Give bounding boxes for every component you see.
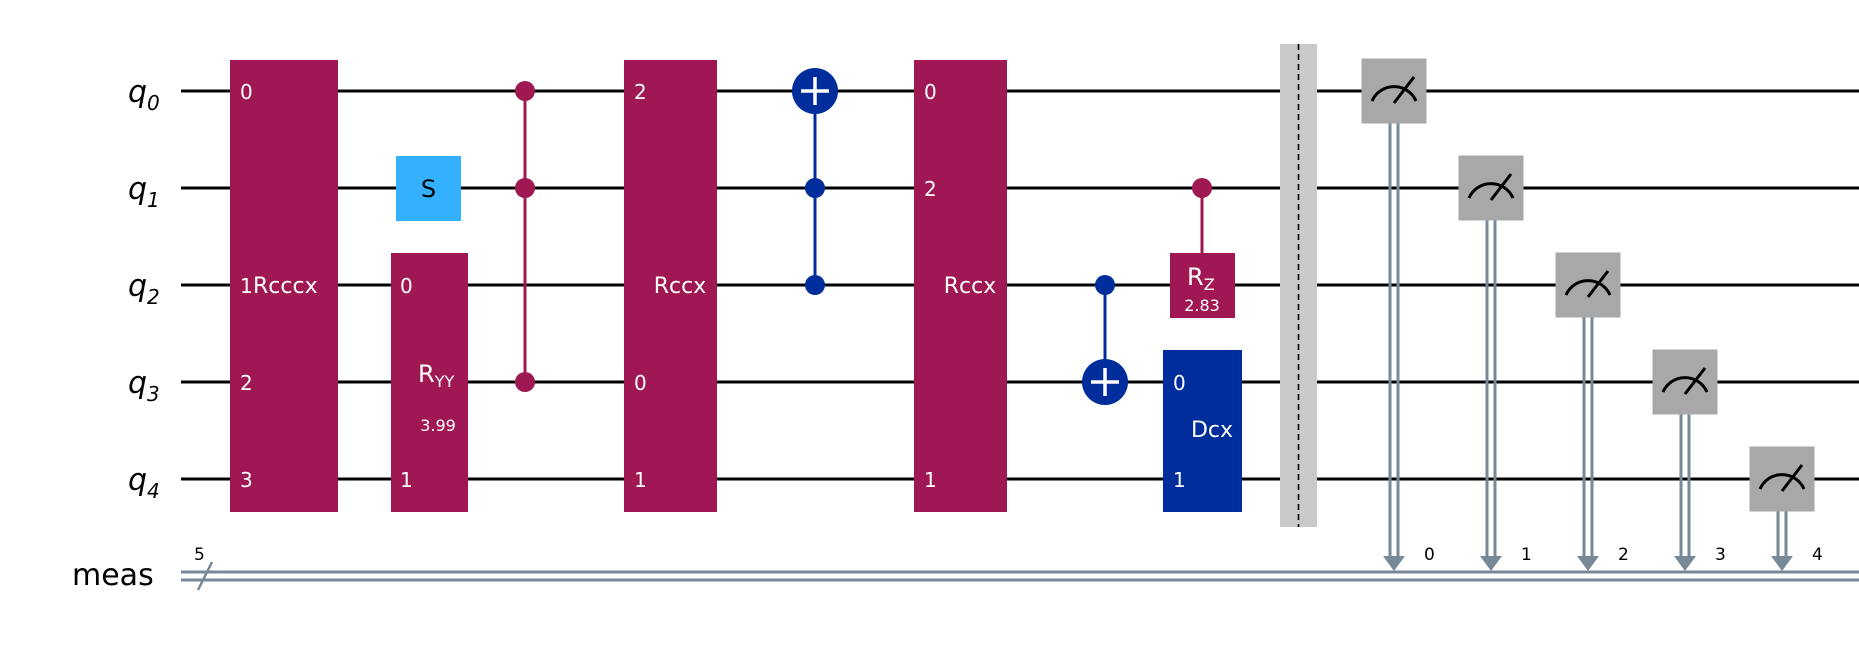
measure-box[interactable] — [1361, 58, 1427, 124]
measure-arrowhead — [1771, 556, 1793, 571]
s-gate-box[interactable] — [396, 156, 461, 221]
meter-icon — [1564, 279, 1612, 296]
rccx-gate-2[interactable]: 0 2 1 Rccx — [914, 60, 1007, 512]
s-gate-label: S — [421, 175, 436, 203]
rcccx-label: Rcccx — [253, 274, 318, 299]
meter-icon — [1370, 85, 1418, 102]
dcx-port-1: 1 — [1173, 468, 1186, 492]
meter-needle-icon — [1489, 173, 1513, 201]
multi-cz-dot-q3[interactable] — [515, 372, 535, 392]
dcx-gate-box[interactable] — [1163, 350, 1242, 512]
rccx-2-port-2: 1 — [924, 468, 937, 492]
dcx-label: Dcx — [1191, 418, 1233, 443]
qubit-label-q4: q4 — [128, 463, 160, 503]
rccx-1-port-2: 1 — [634, 468, 647, 492]
measure-clbit-label: 3 — [1715, 545, 1726, 565]
ccx-control-q2[interactable] — [805, 275, 825, 295]
ryy-gate[interactable]: 0 1 RYY 3.99 — [391, 253, 468, 512]
rccx-1-port-0: 2 — [634, 80, 647, 104]
measure-clbit-label: 2 — [1618, 545, 1629, 565]
rcccx-port-0: 0 — [240, 80, 253, 104]
cx-control-q2[interactable] — [1095, 275, 1115, 295]
measure-arrowhead — [1480, 556, 1502, 571]
measurements: 0 1 2 3 4 — [1361, 58, 1823, 572]
ryy-label: RYY — [418, 360, 454, 391]
dcx-port-0: 0 — [1173, 371, 1186, 395]
meter-icon — [1661, 376, 1709, 393]
rccx-1-label: Rccx — [654, 274, 707, 299]
crz-gate[interactable]: RZ 2.83 — [1170, 178, 1235, 318]
measure-box[interactable] — [1652, 349, 1718, 415]
s-gate[interactable]: S — [396, 156, 461, 221]
rcccx-port-1: 1 — [240, 274, 253, 298]
qubit-labels: q0 q1 q2 q3 q4 meas — [72, 75, 160, 593]
measure-arrowhead — [1383, 556, 1405, 571]
crz-label: RZ — [1187, 263, 1215, 294]
rccx-2-label: Rccx — [944, 274, 997, 299]
measure-gate-q3[interactable]: 3 — [1652, 349, 1726, 572]
rccx-1-port-1: 0 — [634, 371, 647, 395]
measure-arrowhead — [1577, 556, 1599, 571]
rccx-2-port-1: 2 — [924, 177, 937, 201]
multi-cz-dot-q0[interactable] — [515, 81, 535, 101]
measure-clbit-label: 4 — [1812, 545, 1823, 565]
ryy-gate-box[interactable] — [391, 253, 468, 512]
register-size-label: 5 — [194, 545, 205, 565]
classical-register-label: meas — [72, 558, 154, 593]
rcccx-port-3: 3 — [240, 468, 253, 492]
rcccx-gate[interactable]: 0 1 2 3 Rcccx — [230, 60, 338, 512]
qubit-label-q3: q3 — [128, 366, 160, 406]
measure-gate-q1[interactable]: 1 — [1458, 155, 1532, 572]
barrier[interactable] — [1280, 44, 1317, 527]
measure-box[interactable] — [1749, 446, 1815, 512]
crz-gate-box[interactable] — [1170, 253, 1235, 318]
crz-param: 2.83 — [1184, 296, 1220, 315]
rcccx-port-2: 2 — [240, 371, 253, 395]
multi-cz-dot-q1[interactable] — [515, 178, 535, 198]
measure-box[interactable] — [1458, 155, 1524, 221]
qubit-label-q1: q1 — [128, 172, 160, 212]
qubit-label-q0: q0 — [128, 75, 160, 115]
ryy-param: 3.99 — [420, 416, 456, 435]
ccx-control-q1[interactable] — [805, 178, 825, 198]
measure-gate-q4[interactable]: 4 — [1749, 446, 1823, 572]
meter-needle-icon — [1683, 367, 1707, 395]
measure-clbit-label: 1 — [1521, 545, 1532, 565]
measure-gate-q2[interactable]: 2 — [1555, 252, 1629, 572]
rccx-gate-1[interactable]: 2 0 1 Rccx — [624, 60, 717, 512]
dcx-gate[interactable]: 0 1 Dcx — [1163, 350, 1242, 512]
meter-needle-icon — [1392, 76, 1416, 104]
qubit-label-q2: q2 — [128, 269, 160, 309]
meter-icon — [1467, 182, 1515, 199]
classical-wire: 5 — [181, 545, 1859, 591]
measure-box[interactable] — [1555, 252, 1621, 318]
rccx-2-port-0: 0 — [924, 80, 937, 104]
rccx-gate-1-box[interactable] — [624, 60, 717, 512]
meter-needle-icon — [1586, 270, 1610, 298]
meter-icon — [1758, 473, 1806, 490]
register-size-slash — [196, 561, 214, 591]
multi-cz-gate[interactable] — [515, 81, 535, 392]
rccx-gate-2-box[interactable] — [914, 60, 1007, 512]
rcccx-gate-box[interactable] — [230, 60, 338, 512]
measure-clbit-label: 0 — [1424, 545, 1435, 565]
crz-control-q1[interactable] — [1192, 178, 1212, 198]
measure-gate-q0[interactable]: 0 — [1361, 58, 1435, 572]
measure-arrowhead — [1674, 556, 1696, 571]
cx-gate[interactable] — [1082, 275, 1128, 405]
meter-needle-icon — [1780, 464, 1804, 492]
ryy-port-0: 0 — [400, 274, 413, 298]
ryy-port-1: 1 — [400, 468, 413, 492]
ccx-gate[interactable] — [792, 68, 838, 295]
